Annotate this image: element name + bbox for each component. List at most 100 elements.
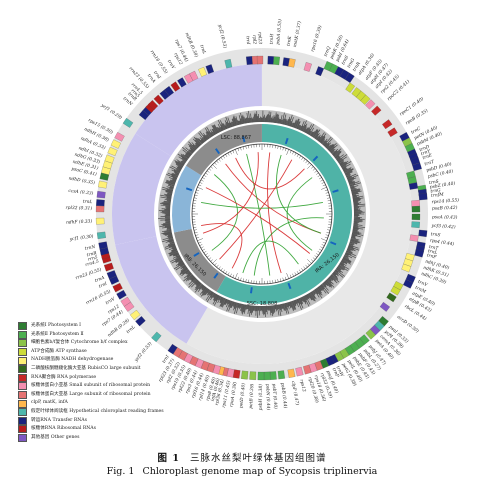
legend-item: 核糖体蛋白大亚基 Large subunit of ribosomal prot… bbox=[18, 391, 228, 400]
figure-title-cn: 三脉水丝梨叶绿体基因组图谱 bbox=[189, 453, 327, 464]
gene-block bbox=[408, 182, 419, 190]
gene-block bbox=[103, 262, 114, 272]
gene-block bbox=[167, 343, 178, 355]
gene-block bbox=[288, 58, 296, 68]
gene-block bbox=[303, 364, 312, 375]
gene-label: ycf2 (0.53) bbox=[217, 23, 227, 49]
gene-block bbox=[379, 302, 390, 312]
gene-block bbox=[241, 370, 249, 380]
legend-item: 转运RNA Transfer RNAs bbox=[18, 416, 228, 426]
gene-label: trnL bbox=[427, 249, 438, 256]
gene-label: trnV bbox=[166, 59, 176, 71]
gene-block bbox=[401, 263, 412, 273]
legend-label: 二磷酸核酮糖羧化酶大亚基 RubisCO large subunit bbox=[31, 365, 141, 371]
figure-title-en: Chloroplast genome map of Sycopsis tripl… bbox=[142, 466, 378, 477]
gene-block bbox=[153, 94, 164, 105]
gene-label: trnQ bbox=[324, 46, 333, 58]
gene-label: rrn16 (0.55) bbox=[149, 50, 169, 76]
gene-label: trnI bbox=[152, 70, 161, 80]
ssc-shade bbox=[112, 133, 171, 245]
legend-swatch bbox=[18, 365, 27, 374]
gene-block bbox=[390, 286, 401, 296]
gene-block bbox=[224, 59, 233, 69]
legend-label: 核糖体蛋白小亚基 Small subunit of ribosomal prot… bbox=[31, 383, 151, 389]
gene-block bbox=[371, 105, 382, 116]
repeat-marker bbox=[185, 187, 193, 192]
legend-swatch bbox=[18, 382, 27, 391]
legend-swatch bbox=[18, 408, 27, 417]
gene-block bbox=[269, 371, 277, 380]
repeat-link bbox=[235, 157, 305, 190]
legend-item: 核糖体蛋白小亚基 Small subunit of ribosomal prot… bbox=[18, 382, 228, 391]
legend-label: 核糖体蛋白大亚基 Large subunit of ribosomal prot… bbox=[31, 391, 151, 397]
gene-block bbox=[418, 229, 428, 237]
gene-block bbox=[246, 56, 253, 65]
inner-ssc-band bbox=[171, 165, 202, 233]
gene-label: trnT bbox=[424, 159, 436, 167]
figure-number-cn: 图 1 bbox=[157, 453, 180, 464]
gene-block bbox=[104, 154, 115, 164]
legend-swatch bbox=[18, 391, 27, 400]
gene-label: psbB (0.44) bbox=[279, 383, 287, 409]
inner-irb-band bbox=[173, 228, 226, 292]
gene-label: trnI bbox=[244, 36, 250, 45]
gene-label: trnI bbox=[98, 282, 108, 290]
gene-block bbox=[189, 70, 199, 81]
legend-swatch bbox=[18, 322, 27, 331]
gene-label: trnG bbox=[430, 188, 441, 194]
inner-lsc-band bbox=[216, 124, 352, 304]
gene-block bbox=[315, 66, 324, 77]
gene-block bbox=[205, 64, 214, 74]
gene-label: psbA (0.55) bbox=[276, 19, 283, 45]
repeat-link bbox=[202, 152, 259, 234]
gene-block bbox=[96, 191, 106, 199]
gene-label: trnN bbox=[84, 245, 95, 252]
gene-block bbox=[382, 119, 393, 130]
gene-block bbox=[267, 56, 275, 65]
gene-label: petD (0.40) bbox=[239, 383, 247, 409]
repeat-marker bbox=[242, 136, 246, 143]
gene-label: trnR bbox=[352, 61, 362, 73]
gene-label: psbN (0.44) bbox=[264, 384, 270, 411]
gene-label: rps12 bbox=[172, 52, 183, 66]
gene-block bbox=[411, 213, 421, 221]
gene-label: psbT (0.40) bbox=[271, 383, 278, 409]
gene-block bbox=[116, 289, 127, 300]
legend-item: 光系统Ⅰ Photosystem Ⅰ bbox=[18, 322, 228, 331]
repeat-link bbox=[242, 240, 299, 274]
outer-gene-track bbox=[96, 48, 429, 380]
legend-label: 假定叶绿体阅读框 Hypothetical chloroplast readin… bbox=[31, 408, 164, 414]
gene-label: psaB (0.42) bbox=[432, 206, 458, 212]
gene-label: ndhF (0.33) bbox=[66, 219, 93, 225]
gene-label: psbH (0.38) bbox=[259, 384, 264, 411]
gene-label: trnY bbox=[421, 149, 433, 157]
gene-label: trnF bbox=[426, 253, 438, 260]
gene-label: trnI bbox=[162, 354, 171, 364]
gene-block bbox=[107, 146, 118, 156]
gene-label: trnA bbox=[94, 276, 105, 284]
gene-label: rpl23 bbox=[257, 32, 262, 44]
legend-swatch bbox=[18, 373, 27, 382]
gene-label: trnL bbox=[83, 200, 93, 206]
gene-label: trnT bbox=[428, 245, 439, 252]
gene-label: infA (0.46) bbox=[211, 378, 222, 402]
gene-label: trnL bbox=[198, 44, 206, 55]
gene-label: ndhJ (0.40) bbox=[424, 260, 450, 272]
gene-block bbox=[96, 231, 106, 240]
gene-block bbox=[130, 309, 141, 320]
repeat-link bbox=[253, 217, 324, 276]
gene-block bbox=[112, 282, 123, 293]
legend-item: 假定叶绿体阅读框 Hypothetical chloroplast readin… bbox=[18, 408, 228, 417]
legend-label: NADH脱氢酶 NADH dehydrogenase bbox=[31, 357, 114, 363]
repeat-marker bbox=[287, 282, 292, 290]
gene-block bbox=[198, 66, 207, 77]
legend-item: 光系统Ⅱ Photosystem Ⅱ bbox=[18, 330, 228, 340]
tick-marks bbox=[192, 144, 332, 284]
legend-swatch bbox=[18, 434, 27, 443]
legend-item: RNA聚合酶 RNA polymerase bbox=[18, 373, 228, 383]
gene-block bbox=[98, 241, 108, 250]
gene-block bbox=[277, 370, 285, 380]
gene-block bbox=[249, 371, 257, 380]
